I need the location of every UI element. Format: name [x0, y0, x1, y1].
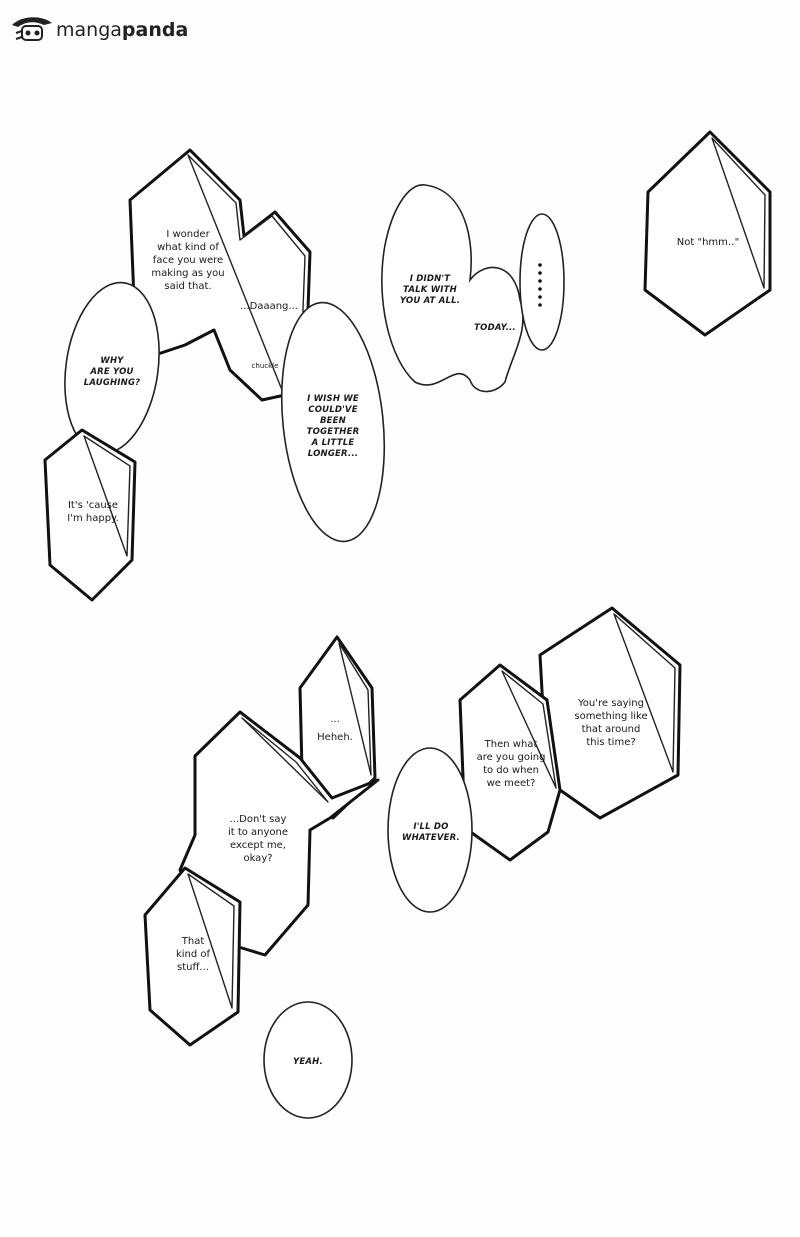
- text-chuckle: chuckle: [251, 362, 279, 370]
- bubble-happy-shape: [43, 428, 137, 602]
- bubble-ill-do-shape: [387, 747, 473, 913]
- bubble-yeah-shape: [263, 1001, 353, 1119]
- text-today: TODAY...: [474, 323, 516, 333]
- bubble-that-kind-shape: [143, 866, 242, 1047]
- text-happy: It's 'cause I'm happy.: [67, 500, 119, 524]
- text-heheh: Heheh.: [317, 732, 353, 743]
- bubble-hmm-shape: [643, 130, 772, 337]
- text-saying: You're saying something like that around…: [574, 698, 648, 748]
- logo-wordmark: mangapanda: [56, 19, 189, 41]
- text-yeah: YEAH.: [293, 1057, 323, 1067]
- text-ill-do: I'LL DO WHATEVER.: [402, 822, 460, 843]
- bubble-didnt-shape: [381, 184, 524, 393]
- bubble-saying-shape: [538, 606, 682, 820]
- text-wish: I WISH WE COULD'VE BEEN TOGETHER A LITTL…: [306, 394, 360, 459]
- text-daaang: ...Daaang...: [240, 301, 298, 312]
- text-why: WHY ARE YOU LAUGHING?: [83, 356, 141, 388]
- text-didnt: I DIDN'T TALK WITH YOU AT ALL.: [399, 274, 461, 306]
- panda-hat-icon: [12, 17, 52, 41]
- text-then-what: Then what are you going to do when we me…: [476, 739, 546, 789]
- bubble-then-what-shape: [458, 663, 562, 862]
- bubble-wish-shape: [280, 301, 386, 543]
- bubble-heheh-shape: [298, 635, 377, 820]
- text-heheh-dots: ...: [330, 714, 340, 725]
- mangapanda-logo[interactable]: mangapanda: [10, 10, 188, 50]
- text-that-kind: That kind of stuff...: [175, 936, 211, 973]
- vertical-dots-icon: [538, 263, 542, 307]
- bubble-dots-shape: [519, 213, 565, 351]
- text-wonder: I wonder what kind of face you were maki…: [151, 229, 225, 292]
- text-hmm: Not "hmm‥": [676, 237, 740, 248]
- text-dont-say: ...Don't say it to anyone except me, oka…: [227, 814, 289, 864]
